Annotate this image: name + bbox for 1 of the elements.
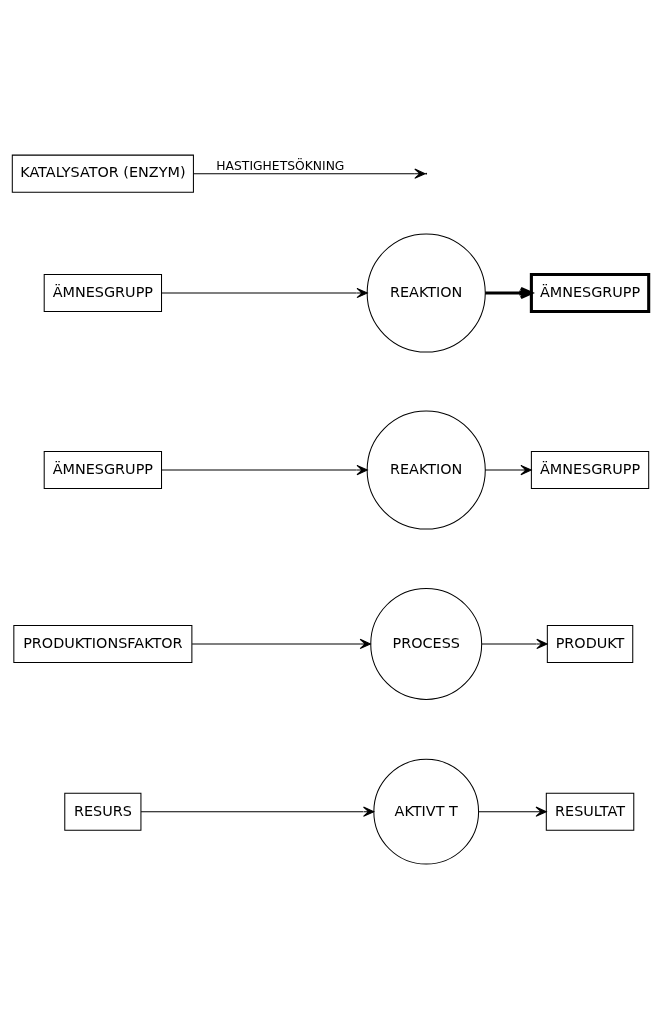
edge-label: HASTIGHETSÖKNING bbox=[216, 159, 345, 174]
